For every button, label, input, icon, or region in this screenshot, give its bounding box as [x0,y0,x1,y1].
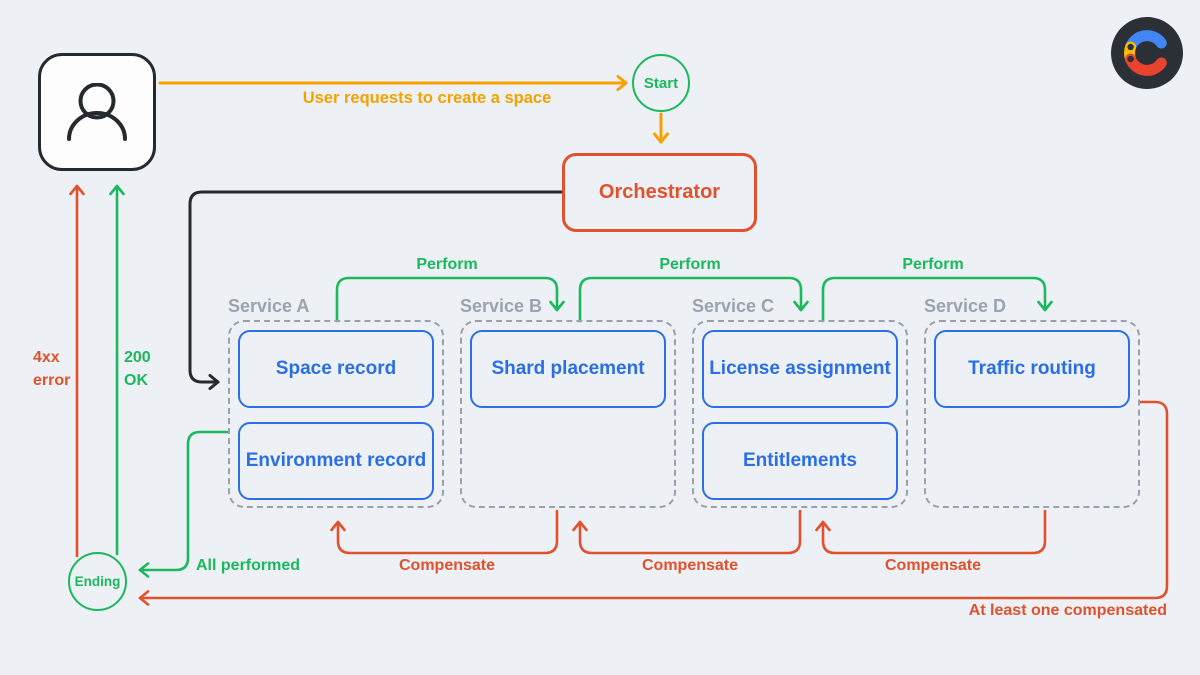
perform-label-3: Perform [902,256,964,273]
service-a-title: Service A [228,296,310,316]
service-c-title: Service C [692,296,775,316]
all-performed-label: All performed [196,557,301,574]
person-icon [67,83,127,141]
task-space-record: Space record [238,330,434,408]
service-d-title: Service D [924,296,1007,316]
service-b-title: Service B [460,296,543,316]
service-d-box: Traffic routing [924,320,1140,508]
edge-compensate-b-to-a [330,509,559,555]
edge-all-performed [138,430,230,578]
perform-label-1: Perform [416,256,478,273]
task-license-assignment: License assignment [702,330,898,408]
task-traffic-routing: Traffic routing [934,330,1130,408]
task-shard-placement: Shard placement [470,330,666,408]
service-c-box: License assignment Entitlements [692,320,908,508]
ending-label: Ending [74,574,121,589]
start-label: Start [643,74,679,92]
service-a-box: Space record Environment record [228,320,444,508]
compensate-label-2: Compensate [641,557,739,574]
c-ring-logo [1111,17,1183,89]
orchestrator-node: Orchestrator [562,153,757,232]
service-b-box: Shard placement [460,320,676,508]
user-node [38,53,156,171]
orchestrator-label: Orchestrator [598,181,721,203]
task-environment-record: Environment record [238,422,434,500]
compensated-label: At least one compensated [968,602,1167,619]
edge-compensate-d-to-c [815,509,1047,555]
task-entitlements: Entitlements [702,422,898,500]
ok-200-label: 200 OK [124,349,151,389]
perform-label-2: Perform [659,256,721,273]
ending-node: Ending [68,552,127,611]
c-ring-logo-icon [1111,17,1183,89]
edge-compensate-c-to-b [572,509,802,555]
user-request-label: User requests to create a space [302,89,552,107]
error-4xx-label: 4xx error [33,349,71,389]
compensate-label-1: Compensate [398,557,496,574]
compensate-label-3: Compensate [884,557,982,574]
start-node: Start [632,54,690,112]
